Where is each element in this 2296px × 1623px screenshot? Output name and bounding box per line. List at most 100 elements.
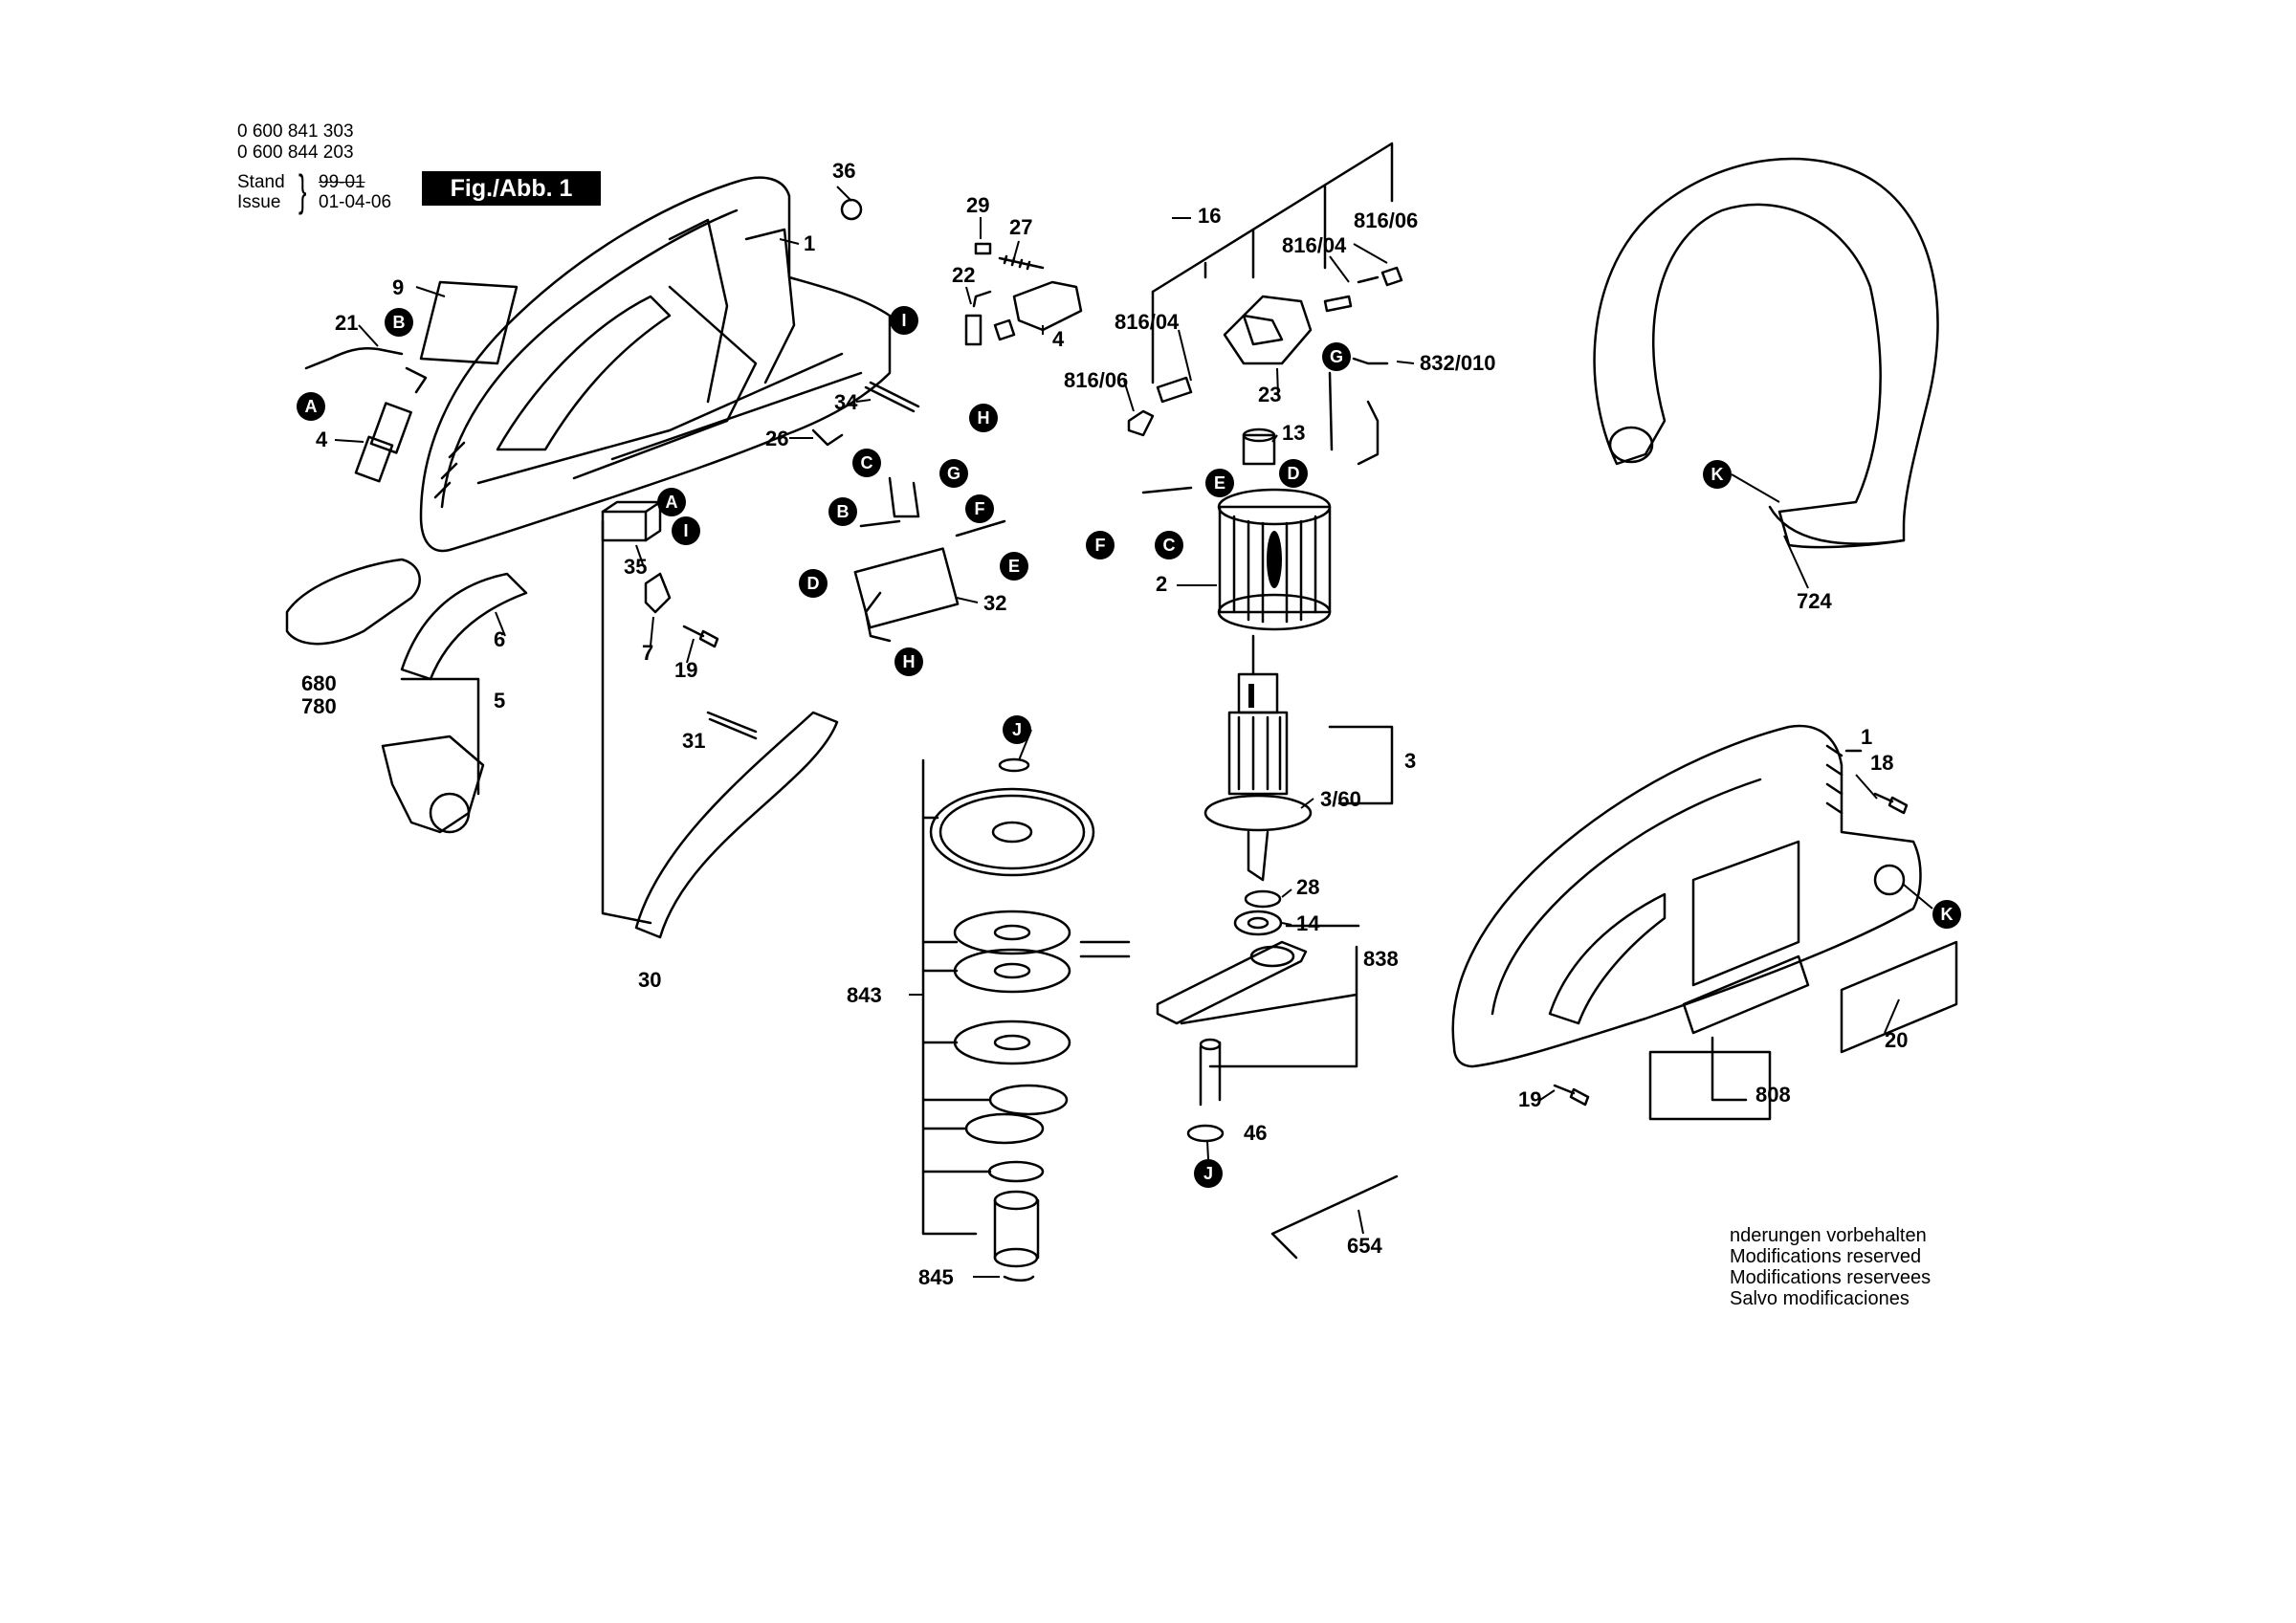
callout-654: 654 bbox=[1347, 1234, 1382, 1258]
callout-36: 36 bbox=[832, 159, 855, 183]
callout-1-right: 1 bbox=[1861, 725, 1872, 749]
callout-1-left: 1 bbox=[804, 231, 815, 255]
marker-I-mid: I bbox=[672, 516, 700, 545]
callout-20: 20 bbox=[1885, 1028, 1908, 1052]
callout-31: 31 bbox=[682, 729, 705, 753]
switch-cluster-right bbox=[964, 242, 1083, 346]
marker-D-winding: D bbox=[1279, 459, 1308, 488]
handle-724 bbox=[1593, 157, 1939, 549]
marker-C-capacitor: C bbox=[852, 449, 881, 477]
callout-845: 845 bbox=[918, 1265, 954, 1289]
housing-right-half bbox=[1451, 724, 1922, 1068]
stand-value: 99-01 bbox=[319, 172, 365, 192]
marker-K-housing: K bbox=[1932, 900, 1961, 929]
callout-46: 46 bbox=[1244, 1121, 1267, 1145]
marker-K-handle: K bbox=[1703, 460, 1732, 489]
callout-28: 28 bbox=[1296, 875, 1319, 899]
marker-J-top: J bbox=[1003, 715, 1031, 744]
callout-9: 9 bbox=[392, 275, 404, 299]
capacitor-32 bbox=[853, 476, 1006, 643]
pinion-13 bbox=[1242, 428, 1276, 466]
callout-808: 808 bbox=[1755, 1083, 1791, 1107]
callout-816-04-top: 816/04 bbox=[1282, 233, 1347, 257]
washer-28 bbox=[1244, 889, 1282, 909]
callout-843: 843 bbox=[847, 983, 882, 1007]
switch-cable-assembly-left bbox=[304, 347, 428, 483]
callout-816-06-top: 816/06 bbox=[1354, 208, 1418, 232]
callout-13: 13 bbox=[1282, 421, 1305, 445]
callout-680: 680 bbox=[301, 671, 337, 695]
svg-text:B: B bbox=[393, 313, 406, 332]
marker-F-winding: F bbox=[1086, 531, 1115, 559]
spring-31 bbox=[706, 711, 758, 740]
callout-5: 5 bbox=[494, 689, 505, 713]
callout-7: 7 bbox=[642, 641, 653, 665]
figure-label: Fig./Abb. 1 bbox=[422, 171, 601, 206]
hex-key-654 bbox=[1270, 1174, 1399, 1260]
callout-35: 35 bbox=[624, 555, 647, 579]
marker-B-capacitor: B bbox=[828, 497, 857, 526]
callout-780: 780 bbox=[301, 694, 337, 718]
part-number-1: 0 600 841 303 bbox=[237, 121, 354, 142]
washer-46 bbox=[1186, 1124, 1225, 1143]
label-808 bbox=[1648, 1050, 1772, 1121]
callout-27: 27 bbox=[1009, 215, 1032, 239]
svg-text:E: E bbox=[1008, 557, 1020, 576]
bracket-26 bbox=[811, 428, 844, 447]
svg-text:B: B bbox=[837, 502, 850, 521]
part-number-2: 0 600 844 203 bbox=[237, 143, 354, 163]
winding-core-shade bbox=[1267, 531, 1282, 588]
bearing-14 bbox=[1233, 910, 1283, 936]
terminal-block-35 bbox=[601, 500, 662, 542]
svg-text:H: H bbox=[903, 652, 916, 671]
brush-holder-assembly-16 bbox=[1127, 142, 1403, 466]
marker-B-top-left: B bbox=[385, 308, 413, 337]
callout-labels: 36 1 9 21 4 29 27 22 4 34 26 35 6 7 19 3… bbox=[301, 159, 1908, 1289]
screw-19-left bbox=[682, 625, 719, 648]
marker-C-winding: C bbox=[1155, 531, 1183, 559]
armature-commutator-shade bbox=[1248, 684, 1254, 708]
clamp-7 bbox=[644, 572, 672, 614]
marker-I-top: I bbox=[890, 306, 918, 335]
stand-label: Stand bbox=[237, 172, 285, 192]
leader-lines bbox=[334, 186, 1900, 1278]
cable-sleeve-6 bbox=[400, 572, 528, 681]
issue-value: 01-04-06 bbox=[319, 192, 392, 212]
callout-816-04-left: 816/04 bbox=[1115, 310, 1180, 334]
callout-29: 29 bbox=[966, 193, 989, 217]
leader-30 bbox=[601, 519, 652, 925]
modification-notes: nderungen vorbehalten Modifications rese… bbox=[1730, 1225, 1931, 1309]
pin-34 bbox=[864, 381, 920, 413]
callout-18: 18 bbox=[1870, 751, 1893, 775]
callout-26: 26 bbox=[765, 427, 788, 450]
marker-E-capacitor: E bbox=[1000, 552, 1028, 581]
marker-G-capacitor: G bbox=[939, 459, 968, 488]
gear-stack-843 bbox=[921, 757, 1131, 1282]
svg-text:G: G bbox=[947, 464, 960, 483]
svg-text:E: E bbox=[1214, 473, 1225, 493]
callout-3: 3 bbox=[1404, 749, 1416, 773]
plate-20 bbox=[1840, 940, 1958, 1054]
svg-text:D: D bbox=[1288, 464, 1300, 483]
callout-832-010: 832/010 bbox=[1420, 351, 1496, 375]
svg-text:A: A bbox=[305, 397, 318, 416]
callout-838: 838 bbox=[1363, 947, 1399, 971]
screw-19-right bbox=[1553, 1084, 1590, 1107]
crank-assembly-838 bbox=[1156, 924, 1360, 1107]
field-winding-2 bbox=[1141, 486, 1332, 631]
note-line-2: Modifications reserved bbox=[1730, 1246, 1922, 1267]
plug-5 bbox=[381, 677, 485, 834]
svg-text:I: I bbox=[683, 521, 688, 540]
callout-4-left: 4 bbox=[316, 428, 328, 451]
callout-32: 32 bbox=[983, 591, 1006, 615]
marker-F-capacitor: F bbox=[965, 494, 994, 523]
marker-A-mid: A bbox=[657, 488, 686, 516]
svg-text:J: J bbox=[1203, 1164, 1213, 1183]
svg-text:K: K bbox=[1941, 905, 1954, 924]
svg-text:C: C bbox=[861, 453, 873, 472]
callout-2: 2 bbox=[1156, 572, 1167, 596]
callout-6: 6 bbox=[494, 627, 505, 651]
note-line-3: Modifications reservees bbox=[1730, 1267, 1932, 1288]
connection-markers: B A I H A I C G B F E D H G E D F C J J … bbox=[297, 306, 1961, 1188]
screw-18 bbox=[1873, 792, 1909, 815]
